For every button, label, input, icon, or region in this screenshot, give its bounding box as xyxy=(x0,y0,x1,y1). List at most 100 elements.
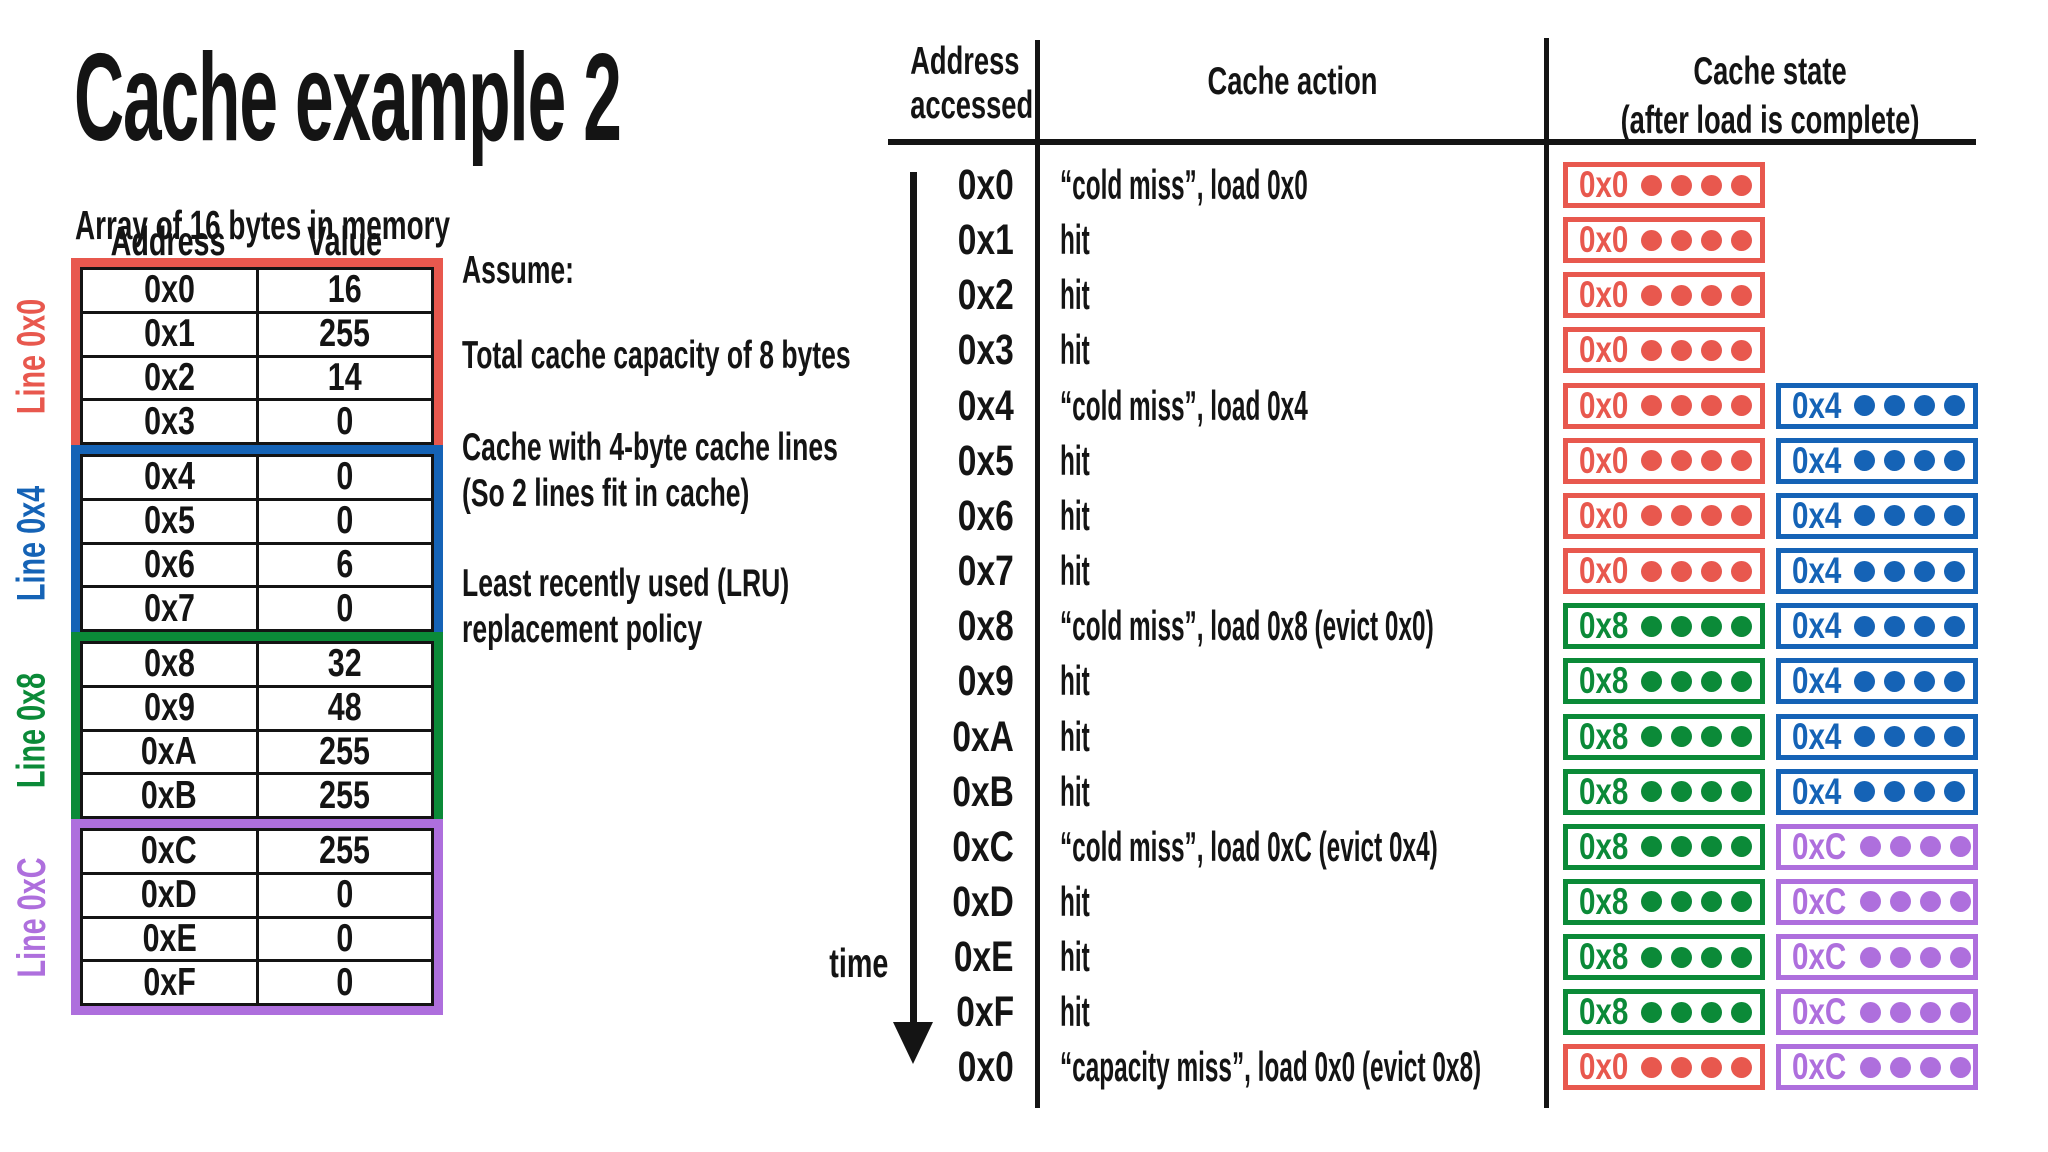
memory-value-cell-label: 0 xyxy=(336,499,354,543)
cache-byte-dots xyxy=(1640,174,1752,196)
cache-byte-dot-icon xyxy=(1670,726,1692,747)
trace-address: 0x0 xyxy=(888,158,1014,212)
cache-state-box: 0x4 xyxy=(1776,713,1978,760)
cache-byte-dot-icon xyxy=(1919,1001,1941,1023)
trace-action-label: hit xyxy=(1060,436,1090,484)
memory-line-label-label: Line 0xC xyxy=(9,856,54,978)
cache-line-label: 0x8 xyxy=(1579,605,1629,647)
memory-address-cell: 0xC xyxy=(83,829,259,872)
assumption-capacity: Total cache capacity of 8 bytes xyxy=(462,334,851,377)
memory-value-cell-label: 16 xyxy=(327,268,362,312)
cache-byte-dot-icon xyxy=(1943,781,1965,803)
cache-byte-dot-icon xyxy=(1883,726,1905,747)
cache-byte-dots xyxy=(1640,670,1752,692)
cache-byte-dot-icon xyxy=(1889,1056,1911,1078)
cache-byte-dot-icon xyxy=(1883,505,1905,527)
cache-byte-dot-icon xyxy=(1640,781,1662,803)
cache-byte-dot-icon xyxy=(1640,946,1662,968)
memory-value-cell: 48 xyxy=(259,686,432,729)
cache-byte-dots xyxy=(1640,395,1752,417)
memory-value-cell-label: 6 xyxy=(336,542,354,586)
cache-byte-dot-icon xyxy=(1700,946,1722,968)
cache-byte-dot-icon xyxy=(1730,1056,1752,1078)
cache-byte-dot-icon xyxy=(1700,726,1722,747)
trace-action-label: hit xyxy=(1060,326,1090,374)
trace-address-label: 0xD xyxy=(952,877,1014,926)
cache-byte-dot-icon xyxy=(1943,560,1965,582)
memory-value-cell-label: 255 xyxy=(319,312,371,356)
cache-byte-dots xyxy=(1859,836,1971,858)
memory-address-cell: 0x8 xyxy=(83,642,259,685)
memory-value-cell: 0 xyxy=(259,499,432,543)
cache-byte-dot-icon xyxy=(1670,395,1692,417)
trace-action-label: hit xyxy=(1060,712,1090,760)
memory-value-cell-label: 0 xyxy=(336,873,354,917)
trace-address: 0x6 xyxy=(888,489,1014,543)
cache-line-label: 0x8 xyxy=(1579,825,1629,867)
trace-address-label: 0x0 xyxy=(958,161,1014,209)
cache-state-box: 0x0 xyxy=(1563,437,1765,484)
cache-byte-dot-icon xyxy=(1700,615,1722,637)
cache-byte-dots xyxy=(1640,284,1752,306)
cache-byte-dot-icon xyxy=(1640,615,1662,637)
trace-action-label: hit xyxy=(1060,271,1090,319)
cache-byte-dot-icon xyxy=(1913,670,1935,692)
cache-byte-dot-icon xyxy=(1859,1056,1881,1078)
cache-byte-dots xyxy=(1640,560,1752,582)
cache-state-box: 0x4 xyxy=(1776,492,1978,539)
cache-state-box: 0x4 xyxy=(1776,382,1978,429)
memory-address-cell: 0xE xyxy=(83,917,259,960)
trace-address: 0xD xyxy=(888,875,1014,929)
cache-byte-dot-icon xyxy=(1670,1001,1692,1023)
cache-byte-dot-icon xyxy=(1949,836,1971,858)
cache-state-box: 0x4 xyxy=(1776,658,1978,705)
cache-state-box: 0x8 xyxy=(1563,878,1765,925)
cache-byte-dot-icon xyxy=(1853,726,1875,747)
memory-value-cell: 0 xyxy=(259,400,432,443)
cache-byte-dot-icon xyxy=(1700,836,1722,858)
assumption-line-size: Cache with 4-byte cache lines (So 2 line… xyxy=(462,426,838,515)
cache-byte-dots xyxy=(1640,836,1752,858)
cache-byte-dot-icon xyxy=(1730,284,1752,306)
cache-byte-dot-icon xyxy=(1889,1001,1911,1023)
cache-line-label: 0x8 xyxy=(1579,660,1629,702)
cache-line-label: 0xC xyxy=(1792,880,1847,922)
cache-state-box: 0x8 xyxy=(1563,989,1765,1036)
cache-byte-dot-icon xyxy=(1670,1056,1692,1078)
cache-byte-dots xyxy=(1640,229,1752,251)
trace-address: 0x1 xyxy=(888,213,1014,267)
trace-action: hit xyxy=(1060,434,1546,488)
cache-byte-dot-icon xyxy=(1640,726,1662,747)
cache-state-box: 0x0 xyxy=(1563,1044,1765,1091)
cache-byte-dot-icon xyxy=(1919,1056,1941,1078)
memory-address-cell: 0x2 xyxy=(83,356,259,399)
cache-byte-dot-icon xyxy=(1853,670,1875,692)
trace-action-label: hit xyxy=(1060,547,1090,595)
cache-byte-dot-icon xyxy=(1670,284,1692,306)
cache-byte-dots xyxy=(1640,505,1752,527)
cache-byte-dots xyxy=(1859,1001,1971,1023)
cache-byte-dot-icon xyxy=(1919,891,1941,913)
trace-address-label: 0xE xyxy=(954,933,1014,982)
memory-address-cell-label: 0x5 xyxy=(143,499,195,543)
cache-byte-dot-icon xyxy=(1883,670,1905,692)
cache-state-box: 0xC xyxy=(1776,878,1978,925)
trace-action-label: hit xyxy=(1060,877,1090,925)
cache-byte-dot-icon xyxy=(1913,781,1935,803)
memory-address-cell-label: 0x1 xyxy=(143,312,195,356)
cache-line-label: 0x4 xyxy=(1792,550,1842,592)
cache-byte-dot-icon xyxy=(1700,560,1722,582)
cache-byte-dot-icon xyxy=(1913,726,1935,747)
cache-byte-dot-icon xyxy=(1700,670,1722,692)
cache-byte-dot-icon xyxy=(1859,1001,1881,1023)
cache-byte-dots xyxy=(1640,615,1752,637)
cache-byte-dot-icon xyxy=(1670,891,1692,913)
memory-address-cell: 0x4 xyxy=(83,455,259,498)
cache-byte-dot-icon xyxy=(1640,174,1662,196)
trace-header-cache-action: Cache action xyxy=(1207,60,1378,103)
